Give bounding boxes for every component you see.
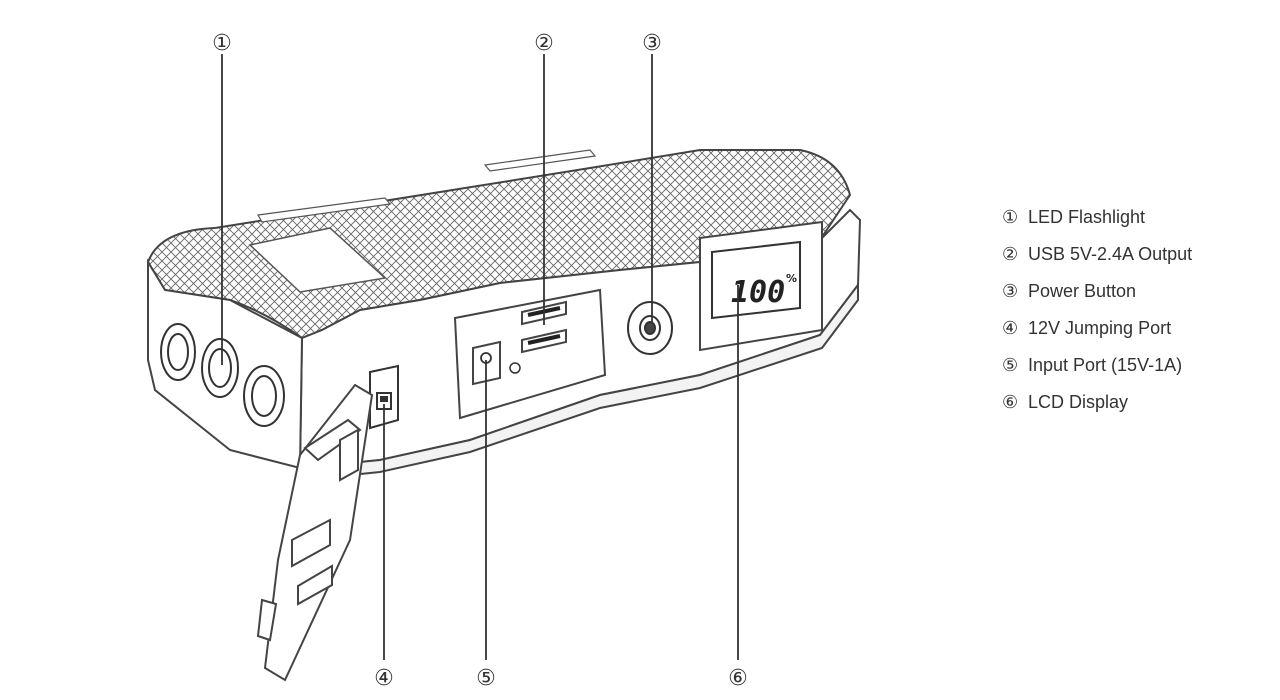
legend-item: ④ 12V Jumping Port: [1002, 314, 1192, 351]
legend-label: Input Port (15V-1A): [1028, 355, 1183, 375]
lcd-display: 100 %: [699, 220, 823, 352]
callout-6: ⑥: [728, 666, 748, 691]
callout-3: ③: [642, 31, 662, 56]
port-cover-flap: [256, 383, 374, 682]
led-flashlight: [160, 323, 285, 427]
legend-item: ② USB 5V-2.4A Output: [1002, 240, 1192, 277]
port-panel: [453, 288, 607, 420]
legend-marker: ③: [1002, 281, 1019, 302]
legend-label: Power Button: [1028, 281, 1137, 301]
legend-marker: ②: [1002, 244, 1019, 265]
legend-label: USB 5V-2.4A Output: [1028, 244, 1193, 264]
legend-label: LED Flashlight: [1028, 207, 1146, 227]
legend-marker: ⑥: [1002, 392, 1019, 413]
callout-2: ②: [534, 31, 554, 56]
legend: ① LED Flashlight ② USB 5V-2.4A Output ③ Pow…: [1002, 203, 1192, 425]
callout-1: ①: [212, 31, 232, 56]
legend-marker: ④: [1002, 318, 1019, 339]
legend-marker: ①: [1002, 207, 1019, 228]
legend-item: ⑥ LCD Display: [1002, 388, 1192, 425]
legend-marker: ⑤: [1002, 355, 1019, 376]
lcd-readout: 100: [731, 275, 785, 310]
legend-label: LCD Display: [1028, 392, 1129, 412]
legend-item: ① LED Flashlight: [1002, 203, 1192, 240]
callout-4: ④: [374, 666, 394, 691]
leader-lines: [221, 54, 739, 660]
callout-5: ⑤: [476, 666, 496, 691]
power-button: [627, 301, 673, 355]
lcd-unit: %: [786, 272, 797, 285]
legend-item: ③ Power Button: [1002, 277, 1192, 314]
legend-item: ⑤ Input Port (15V-1A): [1002, 351, 1192, 388]
legend-label: 12V Jumping Port: [1028, 318, 1172, 338]
